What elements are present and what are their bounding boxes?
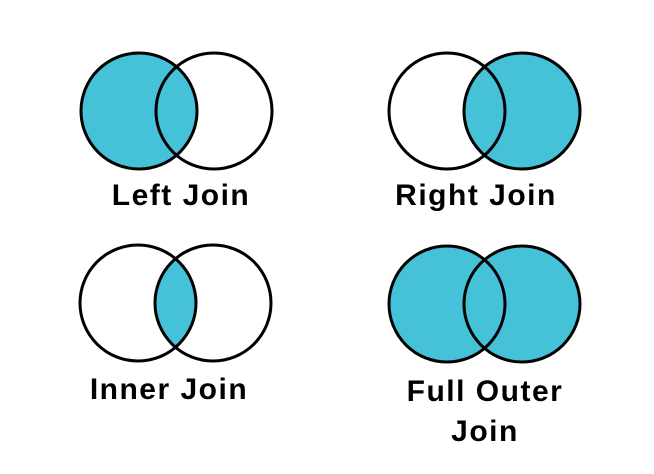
right-join-label: Right Join <box>395 179 557 212</box>
right-circle-outline <box>153 243 273 363</box>
full-outer-join-label: Full Outer Join <box>406 375 564 448</box>
right-circle-fill <box>464 246 580 362</box>
left-join-venn <box>79 51 274 171</box>
right-circle-outline <box>154 51 274 171</box>
left-circle-fill <box>81 53 197 169</box>
left-join-label: Left Join <box>111 179 251 212</box>
left-circle-outline <box>387 244 507 364</box>
full-outer-join-venn <box>387 244 582 364</box>
inner-join-venn <box>78 243 273 363</box>
right-circle-fill <box>464 53 580 169</box>
left-circle-outline <box>78 243 198 363</box>
right-circle-outline <box>462 244 582 364</box>
left-circle-outline <box>79 51 199 171</box>
intersection-fill <box>155 245 196 361</box>
left-circle-outline <box>387 51 507 171</box>
right-join-venn <box>387 51 582 171</box>
right-circle-outline <box>462 51 582 171</box>
inner-join-label: Inner Join <box>89 373 249 406</box>
